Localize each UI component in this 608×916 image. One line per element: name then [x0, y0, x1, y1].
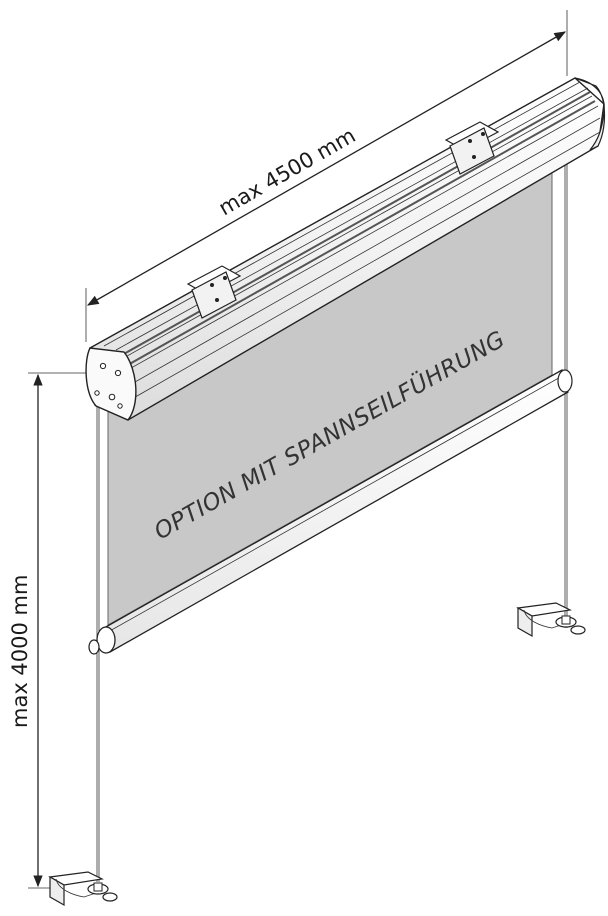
width-dimension-line [86, 31, 567, 306]
height-dimension-label: max 4000 mm [8, 575, 32, 728]
width-dimension-label: max 4500 mm [215, 123, 360, 220]
mounting-bracket-right [444, 121, 500, 175]
mounting-bracket-left [186, 265, 242, 319]
floor-anchor-right [516, 602, 586, 638]
floor-anchor-left [48, 871, 118, 907]
cassette-end-cap [85, 347, 137, 421]
height-dimension: max 4000 mm [8, 372, 90, 889]
cassette-housing [85, 77, 606, 421]
bar-end-cap-right [557, 369, 573, 393]
bottom-bar [88, 369, 573, 655]
bar-end-cap-left [88, 639, 100, 655]
